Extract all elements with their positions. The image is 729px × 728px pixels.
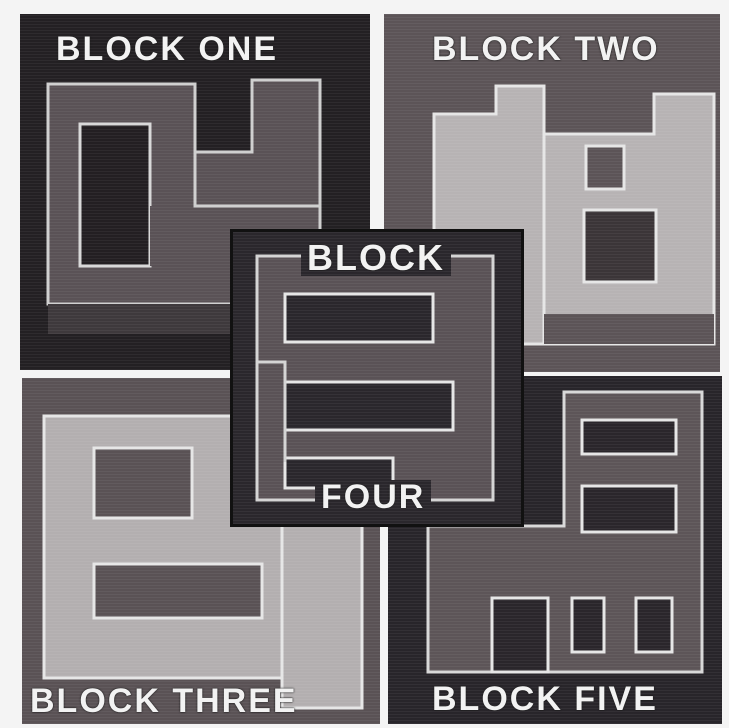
block-four-label-bottom: FOUR	[315, 480, 431, 514]
block-one-label: BLOCK ONE	[56, 32, 278, 66]
block-four[interactable]: BLOCK FOUR	[233, 232, 521, 524]
block-five-label: BLOCK FIVE	[432, 682, 658, 716]
block-two-label: BLOCK TWO	[432, 32, 660, 66]
block-four-label-top: BLOCK	[301, 240, 451, 276]
block-three-label: BLOCK THREE	[30, 684, 298, 718]
